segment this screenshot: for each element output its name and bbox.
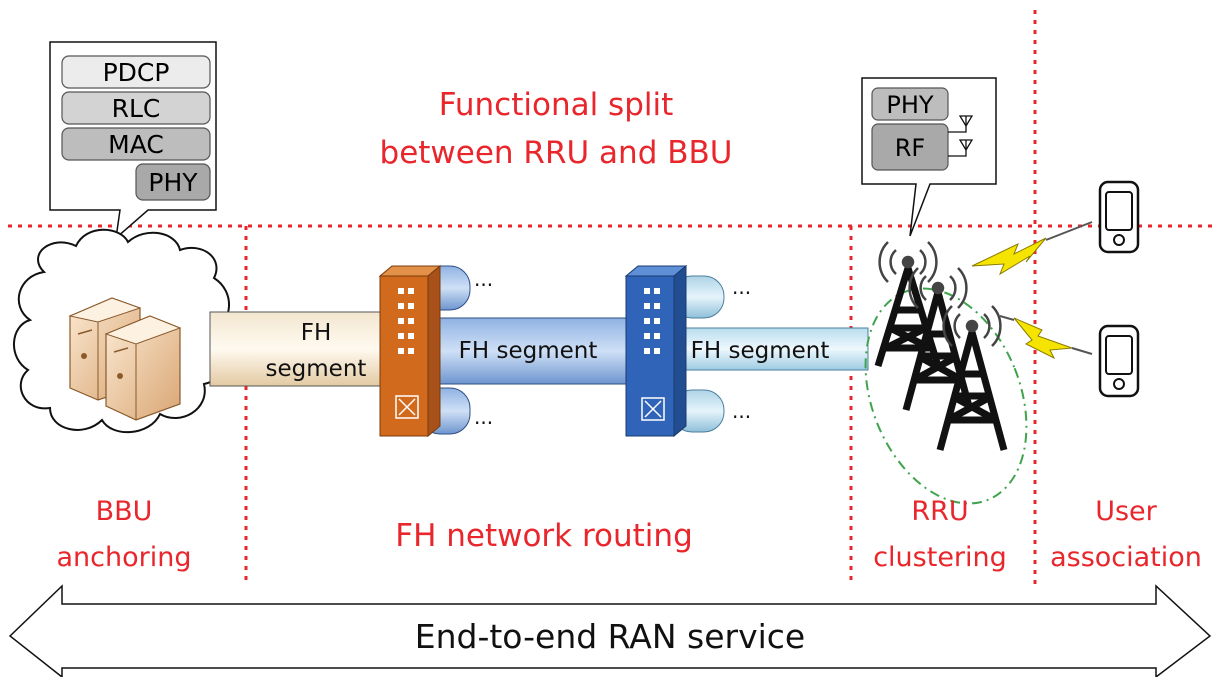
service-label: End-to-end RAN service	[415, 617, 805, 656]
tower-icon	[874, 266, 942, 368]
server-icon	[68, 297, 182, 421]
stack-layer-phy	[135, 163, 211, 201]
rru-layer-phy	[871, 87, 949, 121]
fh-links	[209, 265, 869, 435]
fh-pipe-second	[399, 317, 651, 385]
ellipsis-bottom-b: ...	[732, 399, 751, 423]
stack-label-phy: PHY	[148, 168, 198, 197]
fh-pipe-third	[667, 327, 869, 371]
split-label-line2: between RRU and BBU	[380, 135, 733, 171]
split-label-line1: Functional split	[439, 87, 674, 123]
ellipsis-top-b: ...	[732, 275, 751, 299]
rru-towers	[864, 221, 1093, 505]
region-user-line1: User	[1095, 496, 1157, 527]
stack-label-rlc: RLC	[112, 94, 161, 123]
lightning-bolt-icon	[971, 237, 1047, 276]
bolt-line	[1045, 221, 1093, 241]
region-bbu-line1: BBU	[96, 496, 153, 527]
rru-stack-callout: PHY RF	[861, 77, 997, 237]
protocol-stack-callout: PDCP RLC MAC PHY	[49, 41, 217, 240]
ellipsis-top-a: ...	[474, 267, 493, 291]
fh-segment-first-line1: FH	[301, 320, 332, 346]
service-arrow	[8, 584, 1212, 677]
switch-orange-icon	[378, 264, 442, 438]
rru-label-phy: PHY	[886, 91, 934, 119]
rru-cluster-ellipse	[864, 287, 1028, 505]
rru-label-rf: RF	[895, 134, 925, 162]
stack-layer-rlc	[61, 91, 211, 125]
region-user-line2: association	[1050, 542, 1202, 573]
partition-lines	[8, 10, 1218, 590]
rru-layer-rf	[871, 123, 949, 171]
region-bbu-line2: anchoring	[57, 542, 192, 573]
region-fh: FH network routing	[395, 518, 693, 554]
stack-label-pdcp: PDCP	[103, 58, 170, 87]
fh-segment-first-line2: segment	[266, 356, 367, 382]
phone-icon	[1098, 324, 1140, 398]
stack-label-mac: MAC	[108, 130, 164, 159]
tower-icon	[936, 331, 1008, 451]
region-rru-line2: clustering	[873, 542, 1007, 573]
bbu-cloud	[13, 228, 230, 433]
antenna-icon	[948, 115, 974, 157]
stack-layer-pdcp	[61, 55, 211, 89]
fh-segment-third: FH segment	[691, 338, 830, 364]
bolt-line	[1071, 347, 1093, 355]
lightning-bolt-icon	[1013, 317, 1073, 360]
stack-layer-mac	[61, 127, 211, 161]
tower-icon	[902, 291, 974, 411]
bolt-line	[999, 315, 1015, 321]
switch-blue-icon	[624, 264, 688, 438]
radio-waves-icon	[878, 241, 1002, 347]
fh-segment-second: FH segment	[459, 338, 598, 364]
ellipsis-bottom-a: ...	[474, 405, 493, 429]
region-rru-line1: RRU	[911, 496, 968, 527]
phone-icon	[1098, 180, 1140, 254]
